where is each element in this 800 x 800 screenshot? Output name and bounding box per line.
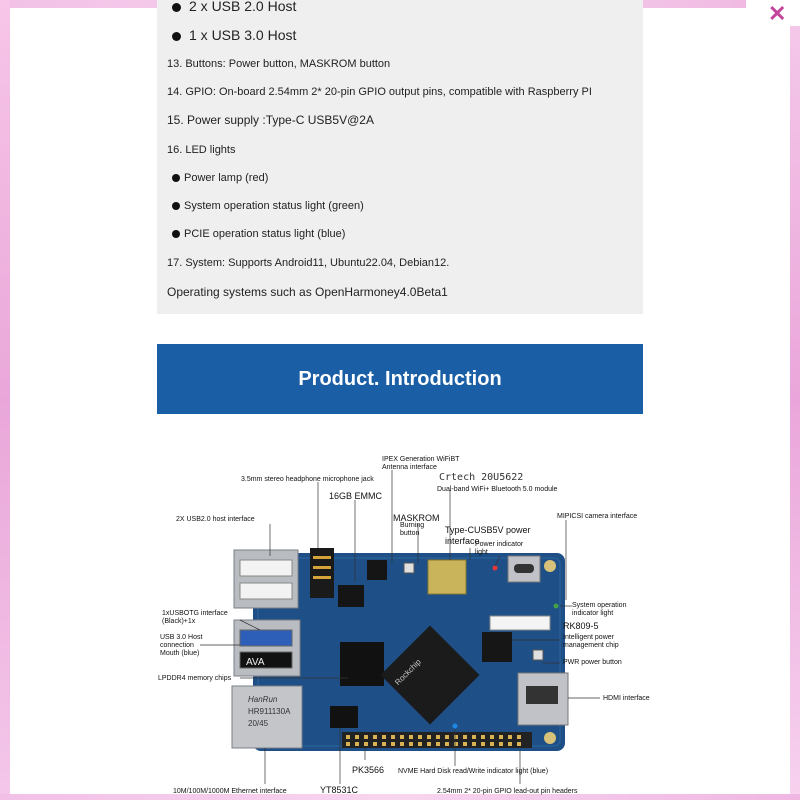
- pwr-button: [532, 649, 544, 661]
- label-yt8531c: YT8531C: [320, 785, 359, 795]
- spec-led: 16. LED lights: [167, 144, 236, 156]
- label-hdmi: HDMI interface: [603, 695, 650, 702]
- label-mipi: MIPICSI camera interface: [557, 513, 638, 520]
- spec-system: 17. System: Supports Android11, Ubuntu22…: [167, 257, 450, 269]
- label-rk809: RK809-5: [563, 621, 599, 631]
- pmic-chip: [482, 632, 512, 662]
- label-antenna: Antenna interface: [382, 464, 437, 471]
- spec-gpio: 14. GPIO: On-board 2.54mm 2* 20-pin GPIO…: [167, 86, 592, 98]
- maskrom-button: [403, 562, 415, 574]
- label-power-indicator: Power indicator: [475, 541, 524, 548]
- spec-usb2: 2 x USB 2.0 Host: [172, 0, 296, 14]
- label-usb3: USB 3.0 Host: [160, 634, 203, 641]
- label-usb2: 2X USB2.0 host interface: [176, 516, 255, 523]
- label-usb3-2: connection: [160, 642, 194, 649]
- spec-os: Operating systems such as OpenHarmoney4.…: [167, 285, 448, 299]
- label-sysop-2: indicator light: [572, 610, 614, 617]
- label-typec: Type-CUSB5V power: [445, 525, 531, 535]
- decorative-right-edge: [790, 0, 800, 800]
- label-otg: 1xUSBOTG interface: [162, 610, 228, 617]
- spec-buttons: 13. Buttons: Power button, MASKROM butto…: [167, 58, 391, 70]
- label-burning: Burning: [400, 522, 425, 529]
- mount-hole: [544, 560, 556, 572]
- svg-text:20/45: 20/45: [248, 719, 269, 728]
- label-nvme: NVME Hard Disk read/Write indicator ligh…: [398, 768, 549, 775]
- label-typec-2: interface: [445, 536, 480, 546]
- label-pk3566: PK3566: [352, 765, 385, 775]
- label-crtech: Crtech 20U5622: [439, 472, 524, 483]
- soc-chip: [380, 625, 480, 725]
- label-ethernet: 10M/100M/1000M Ethernet interface: [173, 788, 287, 795]
- mipi-connector: [489, 615, 551, 631]
- svg-text:HanRun: HanRun: [248, 695, 278, 704]
- label-ipex: IPEX Generation WiFiBT: [382, 456, 460, 463]
- spec-usb3: 1 x USB 3.0 Host: [172, 27, 296, 43]
- decorative-left-edge: [0, 0, 10, 800]
- spec-power: 15. Power supply :Type-C USB5V@2A: [167, 113, 374, 127]
- emmc-chip: [338, 585, 364, 607]
- spec-led-power: Power lamp (red): [172, 172, 268, 184]
- close-icon[interactable]: ✕: [768, 1, 787, 26]
- ava-mark: AVA: [246, 657, 265, 668]
- label-sysop: System operation: [572, 602, 627, 609]
- label-button: button: [400, 530, 420, 537]
- spec-panel: [157, 0, 643, 314]
- close-tab[interactable]: [746, 0, 800, 26]
- wifi-module: [427, 559, 467, 595]
- ethernet-port: [231, 685, 303, 749]
- label-otg-2: (Black)+1x: [162, 618, 196, 625]
- system-led: [553, 603, 559, 609]
- label-power-indicator-2: light: [475, 549, 488, 556]
- yt8531c-chip: [330, 706, 358, 728]
- label-gpio-headers: 2.54mm 2* 20-pin GPIO lead-out pin heade…: [437, 788, 578, 795]
- nvme-led: [452, 723, 458, 729]
- spec-led-pcie: PCIE operation status light (blue): [172, 228, 345, 240]
- audio-jack: [310, 548, 334, 598]
- mount-hole: [544, 732, 556, 744]
- label-usb3-3: Mouth (blue): [160, 650, 200, 657]
- label-maskrom: MASKROM: [393, 513, 440, 523]
- spec-led-system: System operation status light (green): [172, 200, 364, 212]
- label-emmc: 16GB EMMC: [329, 491, 383, 501]
- label-pmic-2: management chip: [563, 642, 619, 649]
- label-pmic: Intelligent power: [563, 634, 614, 641]
- label-pwr: PWR power button: [563, 659, 622, 666]
- lpddr4-chip: [340, 642, 384, 686]
- label-lpddr4: LPDDR4 memory chips: [158, 675, 232, 682]
- decorative-bottom-edge: [0, 794, 800, 800]
- banner-title: Product. Introduction: [298, 368, 502, 390]
- label-headphone: 3.5mm stereo headphone microphone jack: [241, 476, 374, 483]
- power-led: [492, 565, 498, 571]
- section-banner: Product. Introduction: [157, 344, 643, 414]
- label-dualband: Dual-band WiFi+ Bluetooth 5.0 module: [437, 486, 558, 493]
- svg-text:HR911130A: HR911130A: [248, 707, 291, 716]
